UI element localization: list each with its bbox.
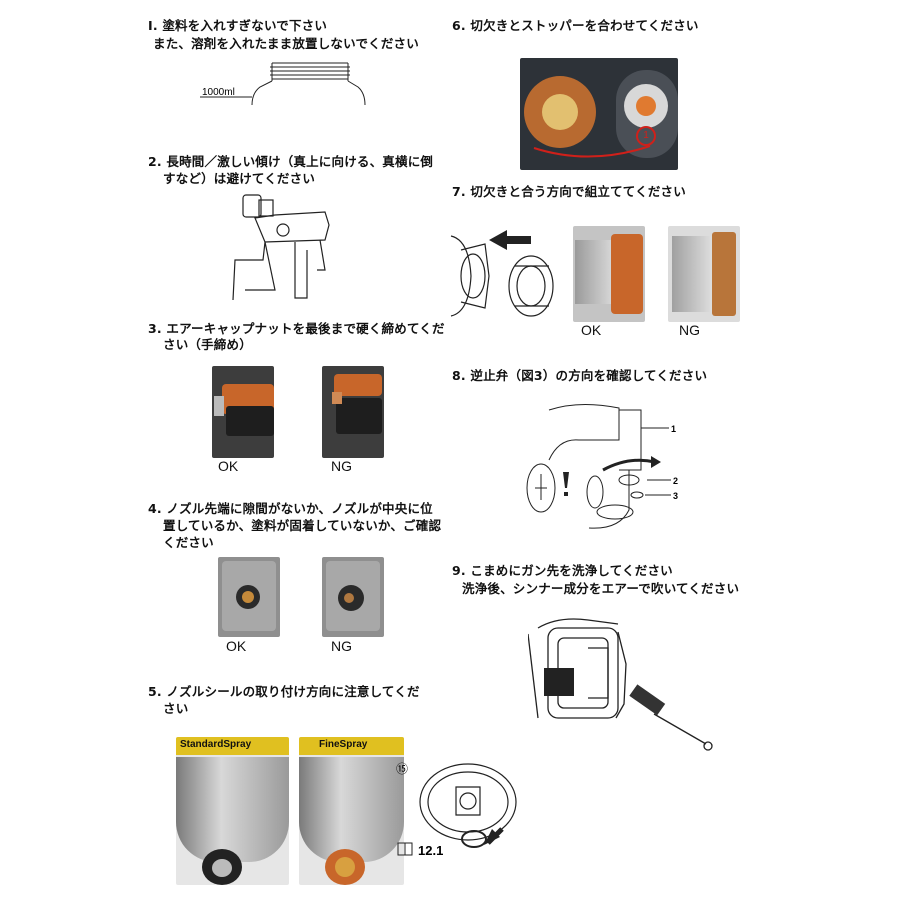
step9-title-line1: 9. こまめにガン先を洗浄してください <box>452 563 673 578</box>
step9-title-line2: 洗浄後、シンナー成分をエアーで吹いてください <box>462 581 740 596</box>
step4-title-line3: ください <box>163 535 214 550</box>
aircap-ng-photo <box>322 366 384 458</box>
circle-number: ⑮ <box>396 762 408 776</box>
step8-title: 8. 逆止弁（図3）の方向を確認してください <box>452 368 708 383</box>
finespray-cup-photo: FineSpray <box>299 737 404 885</box>
valve-callout-1: 1 <box>671 424 676 434</box>
valve-callout-3: 3 <box>673 491 678 501</box>
finespray-label: FineSpray <box>319 739 368 750</box>
paint-cup-diagram: 1000ml <box>200 62 366 105</box>
nozzle-ng-photo <box>322 557 384 637</box>
step4-ng-label: NG <box>331 638 352 654</box>
reference-number: 12.1 <box>418 843 443 858</box>
notch-stopper-photo: 1 <box>520 58 678 170</box>
nozzle-seal-diagram: ⑮ 12.1 <box>396 762 517 858</box>
check-valve-diagram: 1 2 3 <box>526 403 678 529</box>
step4-title-line2: 置しているか、塗料が固着していないか、ご確認 <box>163 518 442 533</box>
step2-title-line2: すなど）は避けてください <box>163 171 316 186</box>
step5-title-line2: さい <box>163 701 189 716</box>
step3-ng-label: NG <box>331 458 352 474</box>
marker-1: 1 <box>636 126 656 146</box>
step3-ok-label: OK <box>218 458 239 474</box>
valve-callout-2: 2 <box>673 476 678 486</box>
aircap-ok-photo <box>212 366 274 458</box>
step1-title-line1: I. 塗料を入れすぎないで下さい <box>148 18 328 33</box>
assembly-ng-photo <box>668 226 740 322</box>
volume-label: 1000ml <box>202 87 235 98</box>
step5-title-line1: 5. ノズルシールの取り付け方向に注意してくだ <box>148 684 420 699</box>
step7-ok-label: OK <box>581 322 602 338</box>
nozzle-ok-photo <box>218 557 280 637</box>
step7-title: 7. 切欠きと合う方向で組立ててください <box>452 184 686 199</box>
step7-ng-label: NG <box>679 322 700 338</box>
spray-gun-tilt-diagram <box>232 194 330 301</box>
step2-title-line1: 2. 長時間／激しい傾け（真上に向ける、真横に倒 <box>148 154 434 169</box>
standardspray-label: StandardSpray <box>180 739 252 750</box>
gun-tip-cleaning-diagram <box>528 618 713 751</box>
step6-title: 6. 切欠きとストッパーを合わせてください <box>452 18 699 33</box>
step1-title-line2: また、溶剤を入れたまま放置しないでください <box>153 36 419 51</box>
assembly-ok-photo <box>573 226 645 322</box>
step4-title-line1: 4. ノズル先端に隙間がないか、ノズルが中央に位 <box>148 501 433 516</box>
step3-title-line1: 3. エアーキャップナットを最後まで硬く締めてくだ <box>148 321 445 336</box>
assembly-direction-diagram <box>450 230 554 317</box>
step4-ok-label: OK <box>226 638 247 654</box>
step3-title-line2: さい（手締め） <box>163 337 252 352</box>
standardspray-cup-photo: StandardSpray <box>176 737 289 885</box>
